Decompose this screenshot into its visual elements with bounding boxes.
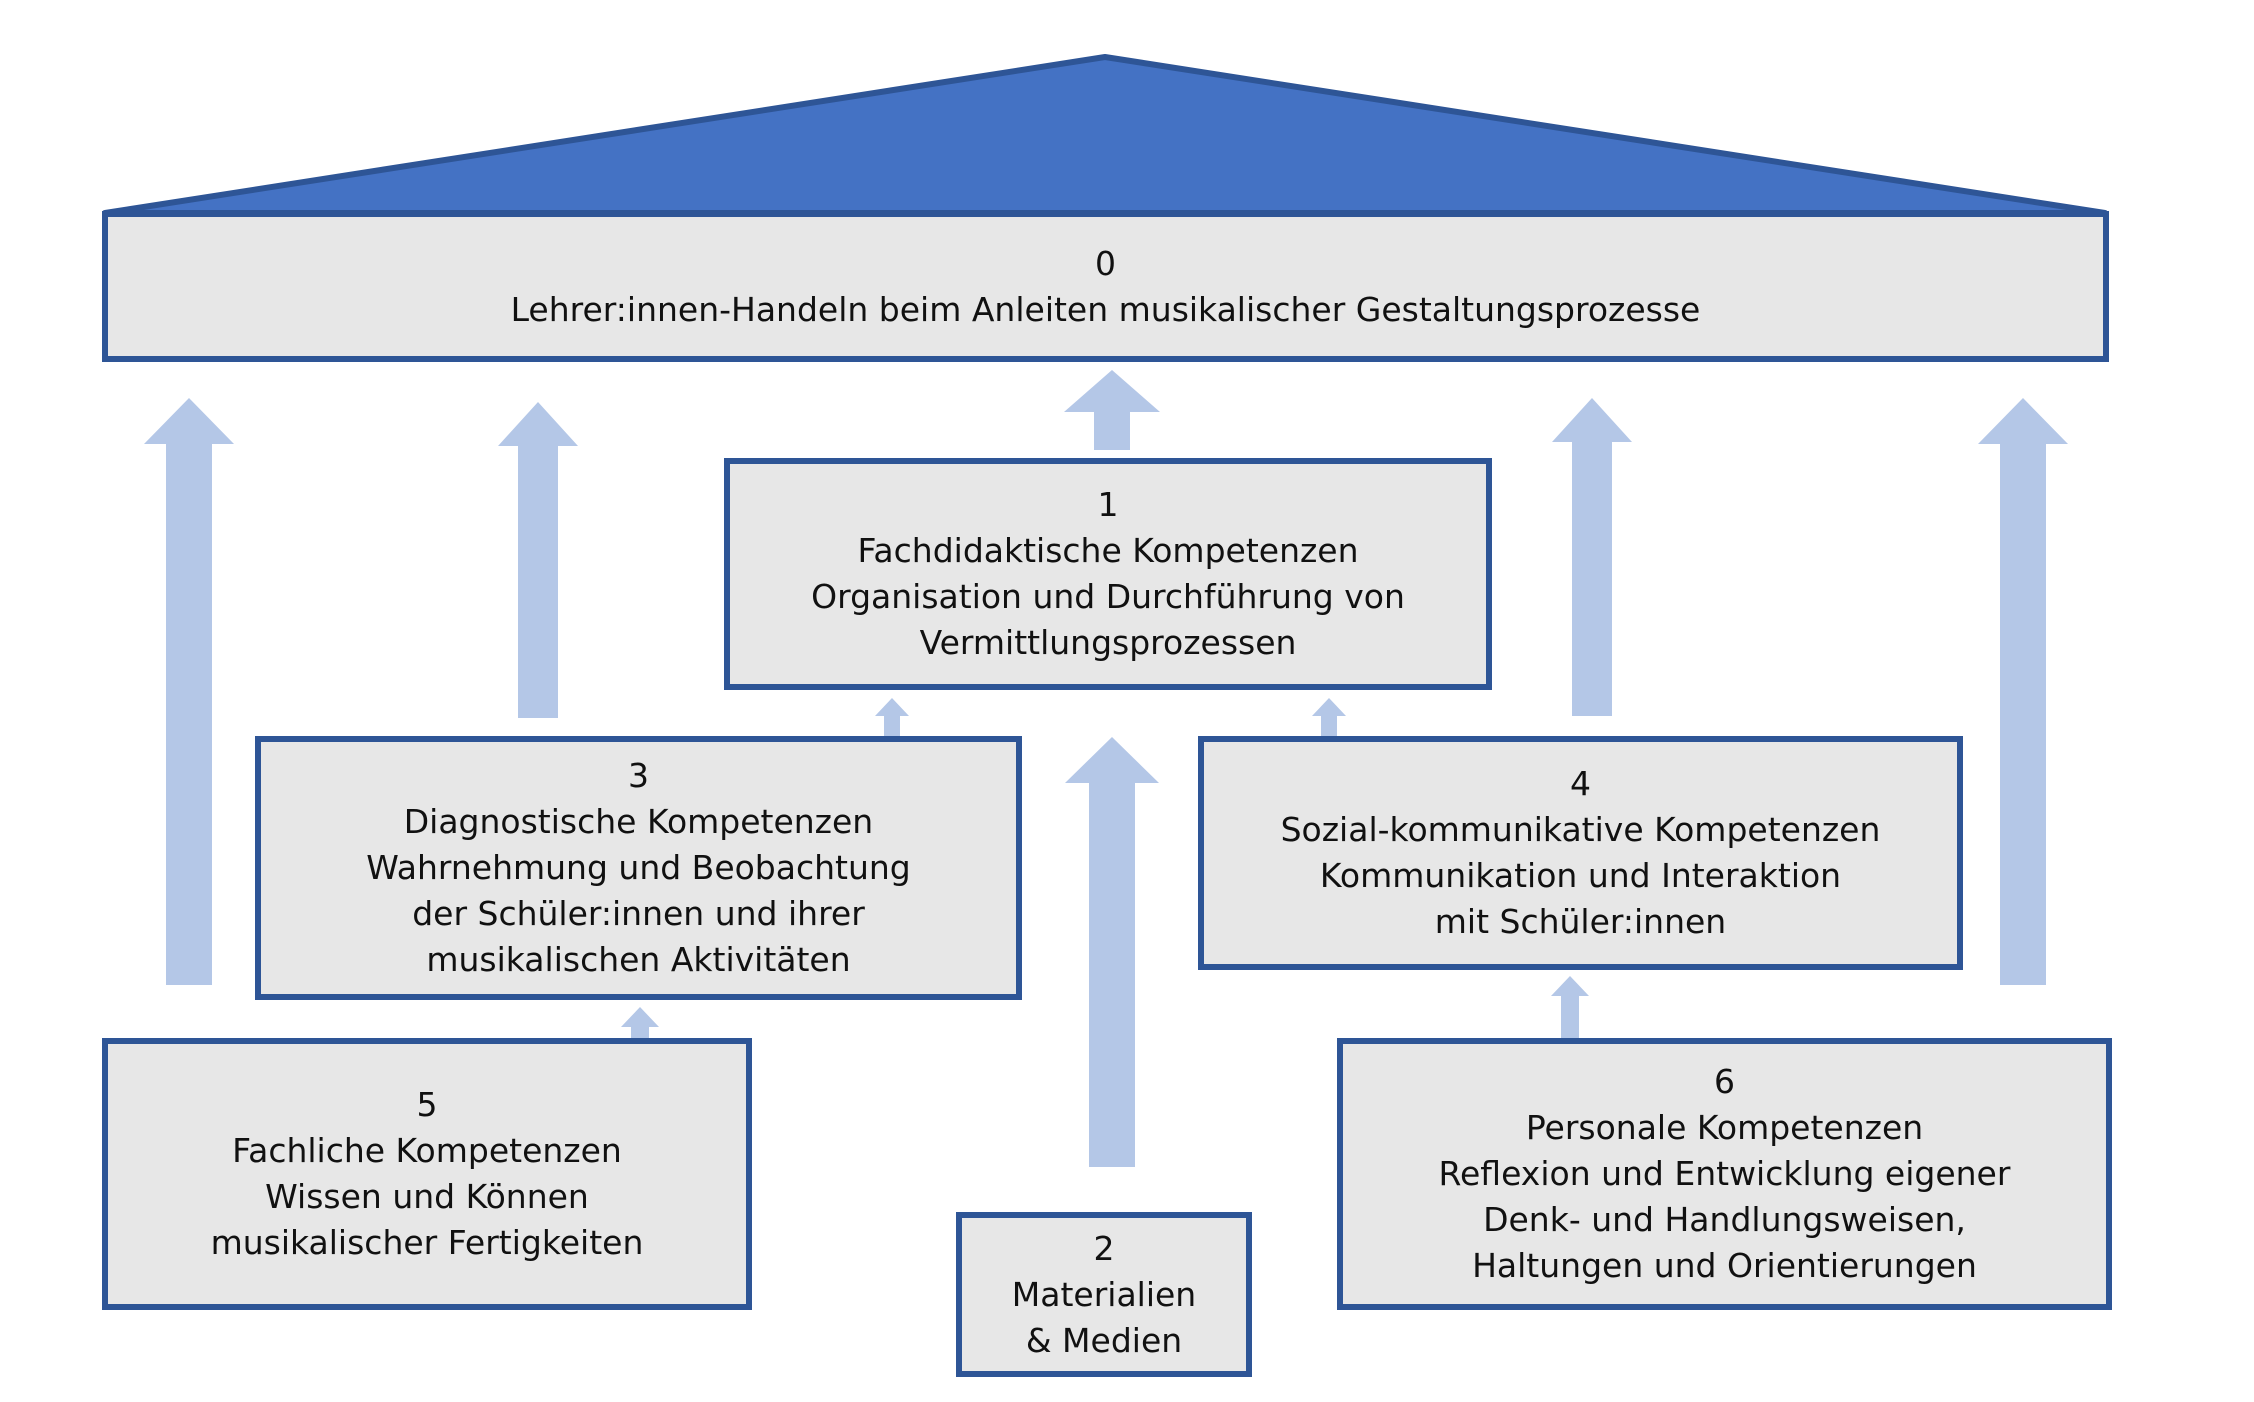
arrow-box-2-up bbox=[1065, 737, 1159, 1167]
arrow-left-inner bbox=[498, 402, 578, 718]
box-3-number: 3 bbox=[628, 756, 649, 795]
box-3-line-1: Diagnostische Kompetenzen bbox=[403, 802, 874, 841]
box-6-line-1: Personale Kompetenzen bbox=[1525, 1108, 1924, 1147]
box-1: 1 Fachdidaktische Kompetenzen Organisati… bbox=[724, 458, 1492, 690]
box-4-number: 4 bbox=[1570, 764, 1591, 803]
box-3-line-2: Wahrnehmung und Beobachtung bbox=[366, 848, 911, 887]
arrow-far-left bbox=[144, 398, 234, 985]
box-4: 4 Sozial-kommunikative Kompetenzen Kommu… bbox=[1198, 736, 1963, 970]
box-6-line-2: Reflexion und Entwicklung eigener bbox=[1438, 1154, 2011, 1193]
box-1-line-3: Vermittlungsprozessen bbox=[919, 623, 1297, 662]
box-4-line-3: mit Schüler:innen bbox=[1434, 902, 1727, 941]
box-2-line-1: Materialien bbox=[1011, 1274, 1197, 1314]
box-2: 2 Materialien & Medien bbox=[956, 1212, 1252, 1377]
arrow-to-box-0 bbox=[1064, 370, 1160, 450]
arrow-far-right bbox=[1978, 398, 2068, 985]
arrows-group bbox=[144, 370, 2068, 1167]
box-3-line-4: musikalischen Aktivitäten bbox=[426, 940, 851, 979]
arrow-box-3-to-1 bbox=[875, 698, 909, 751]
box-6: 6 Personale Kompetenzen Reflexion und En… bbox=[1337, 1038, 2112, 1310]
box-3-line-3: der Schüler:innen und ihrer bbox=[412, 894, 865, 933]
arrow-box-4-to-1 bbox=[1312, 698, 1346, 751]
box-1-line-1: Fachdidaktische Kompetenzen bbox=[857, 531, 1359, 570]
box-5-line-3: musikalischer Fertigkeiten bbox=[210, 1223, 644, 1262]
box-4-line-2: Kommunikation und Interaktion bbox=[1319, 856, 1842, 895]
box-0: 0 Lehrer:innen-Handeln beim Anleiten mus… bbox=[102, 211, 2109, 362]
box-6-number: 6 bbox=[1714, 1062, 1735, 1101]
arrow-right-inner bbox=[1552, 398, 1632, 716]
roof bbox=[102, 54, 2108, 216]
box-3: 3 Diagnostische Kompetenzen Wahrnehmung … bbox=[255, 736, 1022, 1000]
box-2-line-2: & Medien bbox=[1025, 1320, 1183, 1360]
box-6-line-4: Haltungen und Orientierungen bbox=[1472, 1246, 1977, 1285]
box-1-line-2: Organisation und Durchführung von bbox=[811, 577, 1405, 616]
box-4-line-1: Sozial-kommunikative Kompetenzen bbox=[1280, 810, 1881, 849]
box-0-line-1: Lehrer:innen-Handeln beim Anleiten musik… bbox=[510, 289, 1701, 329]
arrow-box-6-to-4 bbox=[1551, 976, 1589, 1061]
box-5-number: 5 bbox=[416, 1085, 438, 1124]
box-2-number: 2 bbox=[1093, 1228, 1115, 1268]
arrow-box-5-to-3 bbox=[621, 1007, 659, 1061]
box-1-number: 1 bbox=[1097, 485, 1119, 524]
box-6-line-3: Denk- und Handlungsweisen, bbox=[1483, 1200, 1966, 1239]
box-5-line-2: Wissen und Können bbox=[265, 1177, 589, 1216]
box-5: 5 Fachliche Kompetenzen Wissen und Könne… bbox=[102, 1038, 752, 1310]
box-5-line-1: Fachliche Kompetenzen bbox=[232, 1131, 622, 1170]
box-0-number: 0 bbox=[1095, 243, 1116, 283]
